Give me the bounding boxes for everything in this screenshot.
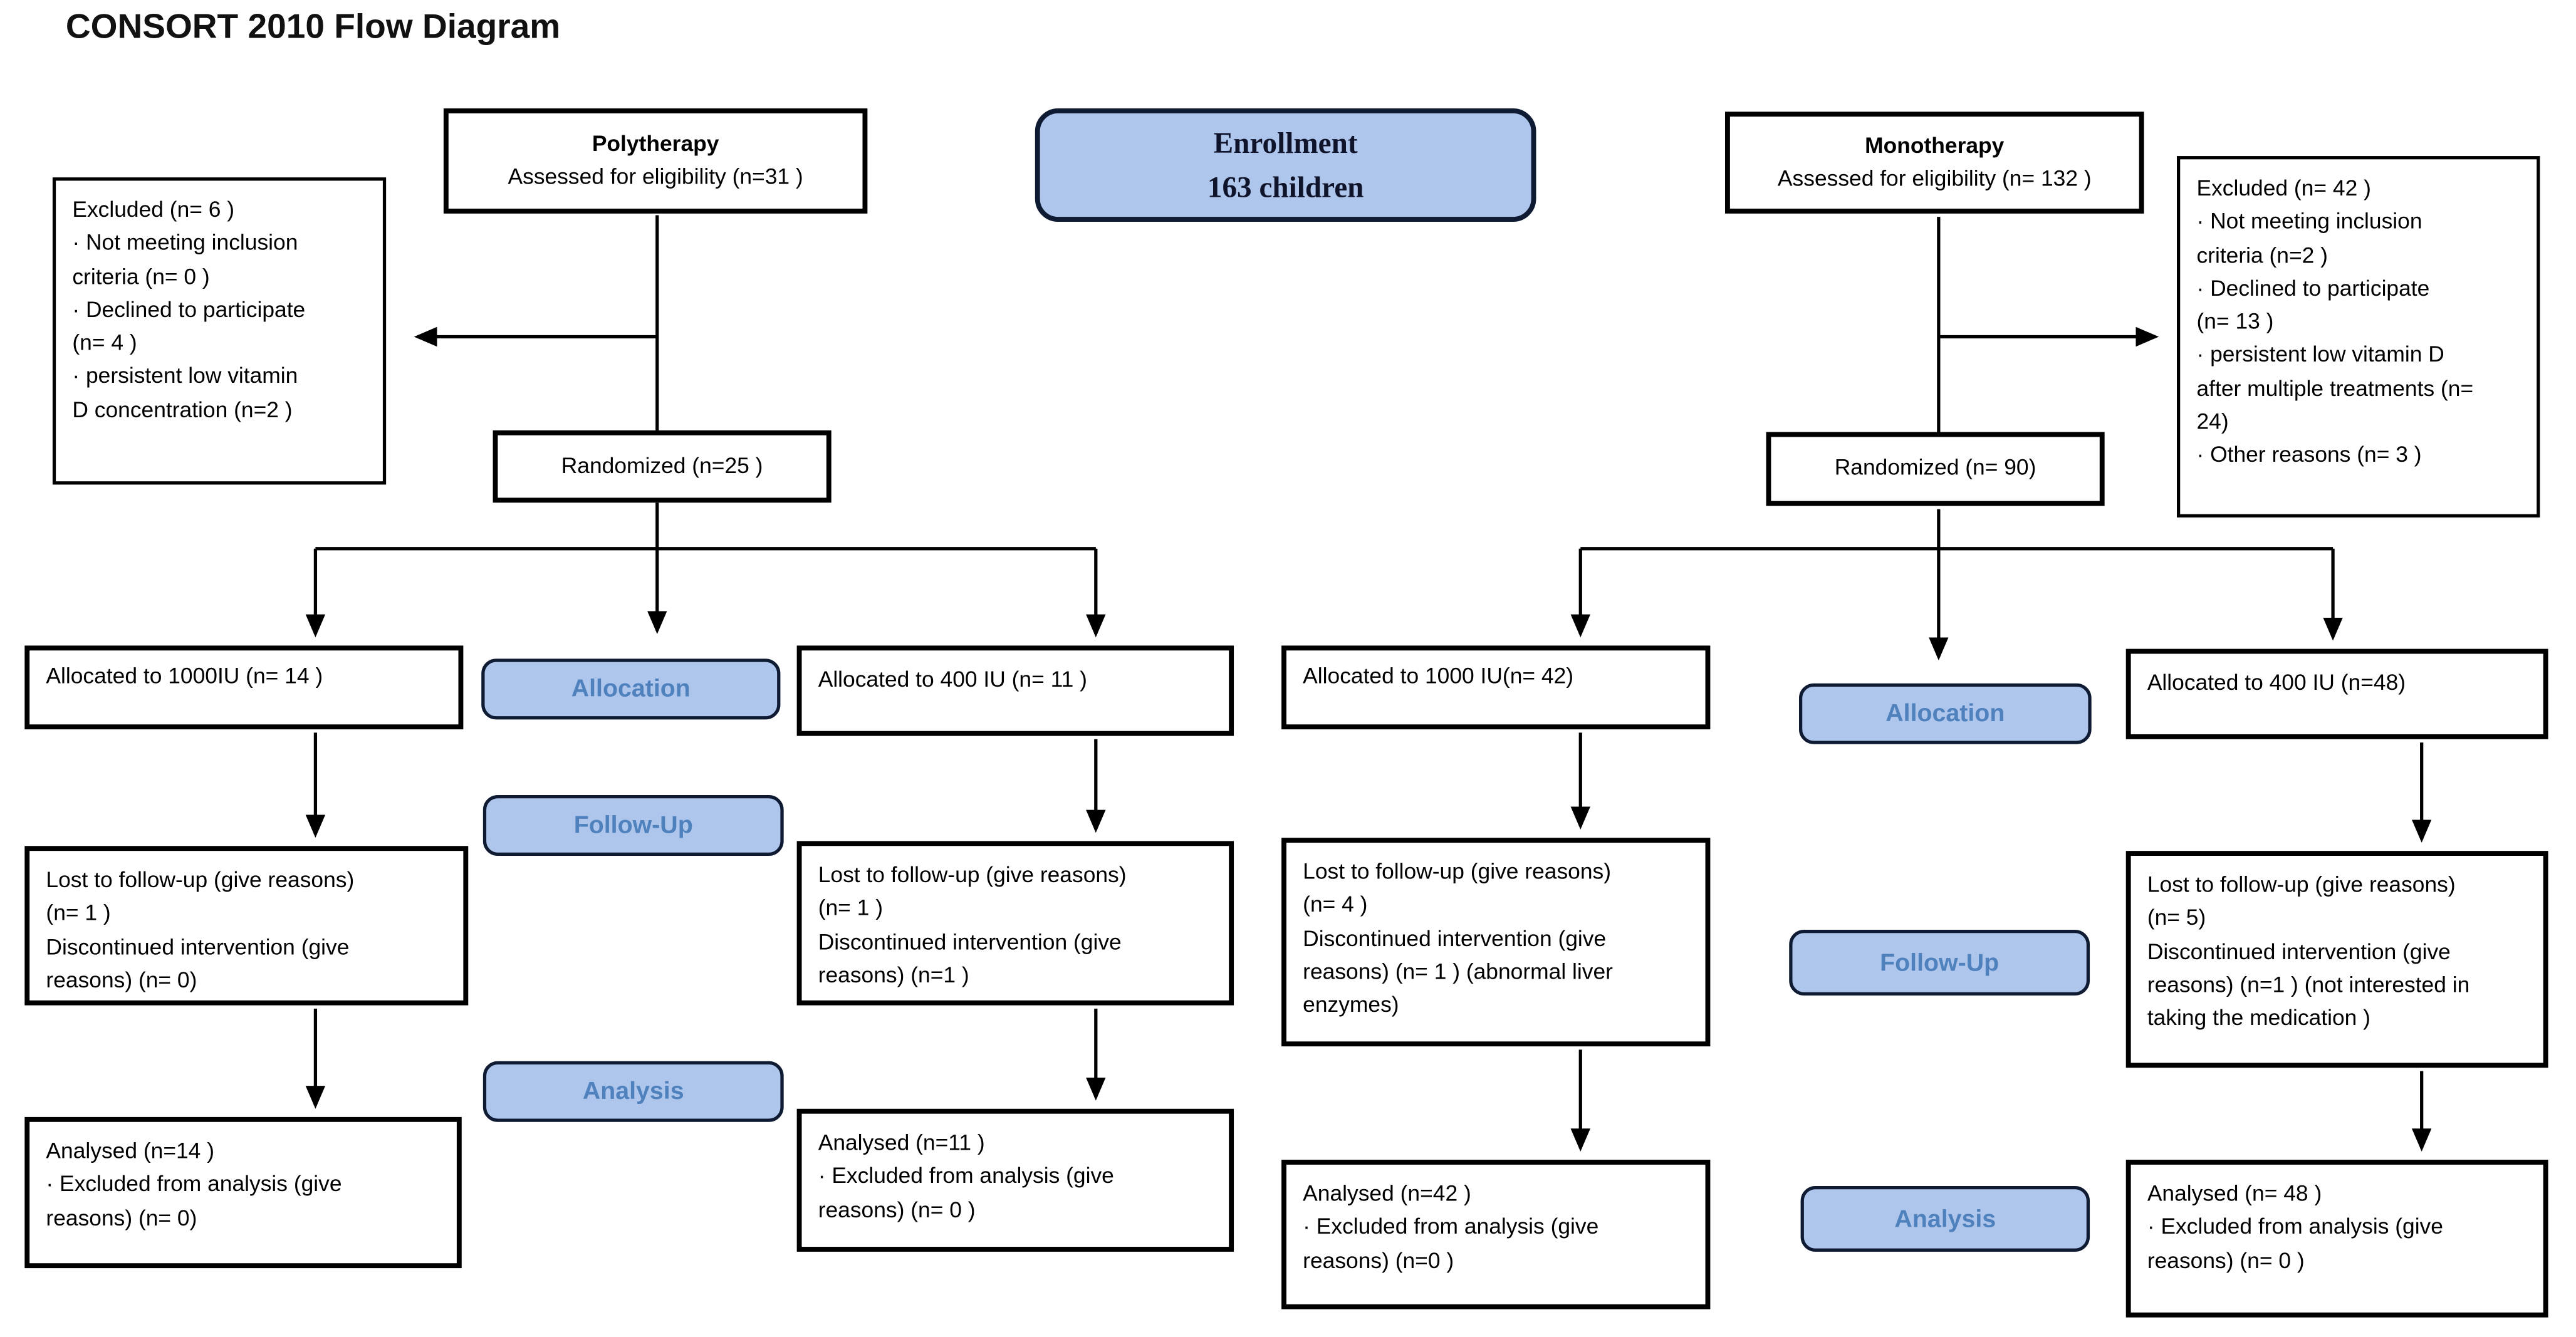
- polytherapy-assessed-label: Assessed for eligibility (n=31 ): [508, 164, 803, 189]
- monotherapy-lost-400-box: Lost to follow-up (give reasons) (n= 5) …: [2125, 851, 2548, 1068]
- polytherapy-lost-1000-box: Lost to follow-up (give reasons) (n= 1 )…: [24, 846, 469, 1006]
- polytherapy-excluded-box: Excluded (n= 6 ) · Not meeting inclusion…: [52, 177, 387, 485]
- allocation-badge-left: Allocation: [481, 658, 781, 720]
- enrollment-count: 163 children: [1207, 170, 1364, 203]
- polytherapy-randomized-label: Randomized (n=25 ): [561, 453, 763, 478]
- followup-badge-left-label: Follow-Up: [573, 811, 693, 840]
- analysis-badge-right-label: Analysis: [1894, 1205, 1996, 1233]
- monotherapy-assessed-label: Assessed for eligibility (n= 132 ): [1777, 165, 2092, 191]
- allocation-badge-right-label: Allocation: [1885, 699, 2005, 728]
- polytherapy-assessed-box: Polytherapy Assessed for eligibility (n=…: [443, 108, 868, 214]
- monotherapy-allocated-400-label: Allocated to 400 IU (n=48): [2147, 670, 2406, 696]
- polytherapy-analysed-1000-box: Analysed (n=14 ) · Excluded from analysi…: [24, 1116, 462, 1269]
- monotherapy-arm-label: Monotherapy: [1865, 132, 2005, 158]
- polytherapy-arm-label: Polytherapy: [592, 131, 719, 156]
- polytherapy-lost-400-text: Lost to follow-up (give reasons) (n= 1 )…: [818, 862, 1127, 987]
- followup-badge-left: Follow-Up: [482, 794, 784, 856]
- monotherapy-allocated-1000-label: Allocated to 1000 IU(n= 42): [1303, 664, 1574, 689]
- monotherapy-analysed-1000-text: Analysed (n=42 ) · Excluded from analysi…: [1303, 1181, 1599, 1272]
- polytherapy-lost-1000-text: Lost to follow-up (give reasons) (n= 1 )…: [46, 867, 355, 992]
- enrollment-title: Enrollment: [1213, 125, 1358, 159]
- enrollment-badge: Enrollment 163 children: [1035, 108, 1536, 222]
- analysis-badge-right: Analysis: [1800, 1186, 2090, 1252]
- allocation-badge-right: Allocation: [1798, 683, 2092, 744]
- followup-badge-right: Follow-Up: [1789, 929, 2090, 996]
- monotherapy-randomized-box: Randomized (n= 90): [1766, 432, 2105, 506]
- polytherapy-analysed-1000-text: Analysed (n=14 ) · Excluded from analysi…: [46, 1138, 342, 1230]
- analysis-badge-left-label: Analysis: [582, 1077, 684, 1106]
- polytherapy-lost-400-box: Lost to follow-up (give reasons) (n= 1 )…: [796, 841, 1234, 1006]
- polytherapy-allocated-1000-box: Allocated to 1000IU (n= 14 ): [24, 645, 464, 730]
- monotherapy-analysed-400-box: Analysed (n= 48 ) · Excluded from analys…: [2125, 1160, 2548, 1318]
- monotherapy-assessed-box: Monotherapy Assessed for eligibility (n=…: [1724, 112, 2144, 214]
- monotherapy-excluded-text: Excluded (n= 42 ) · Not meeting inclusio…: [2196, 175, 2474, 467]
- page-title: CONSORT 2010 Flow Diagram: [65, 8, 561, 46]
- monotherapy-lost-1000-text: Lost to follow-up (give reasons) (n= 4 )…: [1303, 859, 1613, 1017]
- monotherapy-lost-400-text: Lost to follow-up (give reasons) (n= 5) …: [2147, 872, 2470, 1030]
- polytherapy-analysed-400-box: Analysed (n=11 ) · Excluded from analysi…: [796, 1108, 1234, 1252]
- polytherapy-analysed-400-text: Analysed (n=11 ) · Excluded from analysi…: [818, 1130, 1114, 1222]
- monotherapy-analysed-400-text: Analysed (n= 48 ) · Excluded from analys…: [2147, 1181, 2443, 1272]
- monotherapy-excluded-box: Excluded (n= 42 ) · Not meeting inclusio…: [2177, 156, 2540, 518]
- allocation-badge-left-label: Allocation: [571, 675, 691, 704]
- monotherapy-analysed-1000-box: Analysed (n=42 ) · Excluded from analysi…: [1281, 1160, 1711, 1309]
- followup-badge-right-label: Follow-Up: [1880, 949, 2000, 977]
- monotherapy-allocated-1000-box: Allocated to 1000 IU(n= 42): [1281, 645, 1711, 730]
- monotherapy-allocated-400-box: Allocated to 400 IU (n=48): [2125, 648, 2548, 739]
- analysis-badge-left: Analysis: [482, 1061, 784, 1122]
- polytherapy-allocated-1000-label: Allocated to 1000IU (n= 14 ): [46, 664, 323, 689]
- polytherapy-allocated-400-label: Allocated to 400 IU (n= 11 ): [818, 667, 1088, 692]
- polytherapy-allocated-400-box: Allocated to 400 IU (n= 11 ): [796, 645, 1234, 736]
- polytherapy-randomized-box: Randomized (n=25 ): [493, 430, 832, 503]
- monotherapy-lost-1000-box: Lost to follow-up (give reasons) (n= 4 )…: [1281, 838, 1711, 1047]
- polytherapy-excluded-text: Excluded (n= 6 ) · Not meeting inclusion…: [72, 197, 306, 422]
- monotherapy-randomized-label: Randomized (n= 90): [1834, 455, 2036, 481]
